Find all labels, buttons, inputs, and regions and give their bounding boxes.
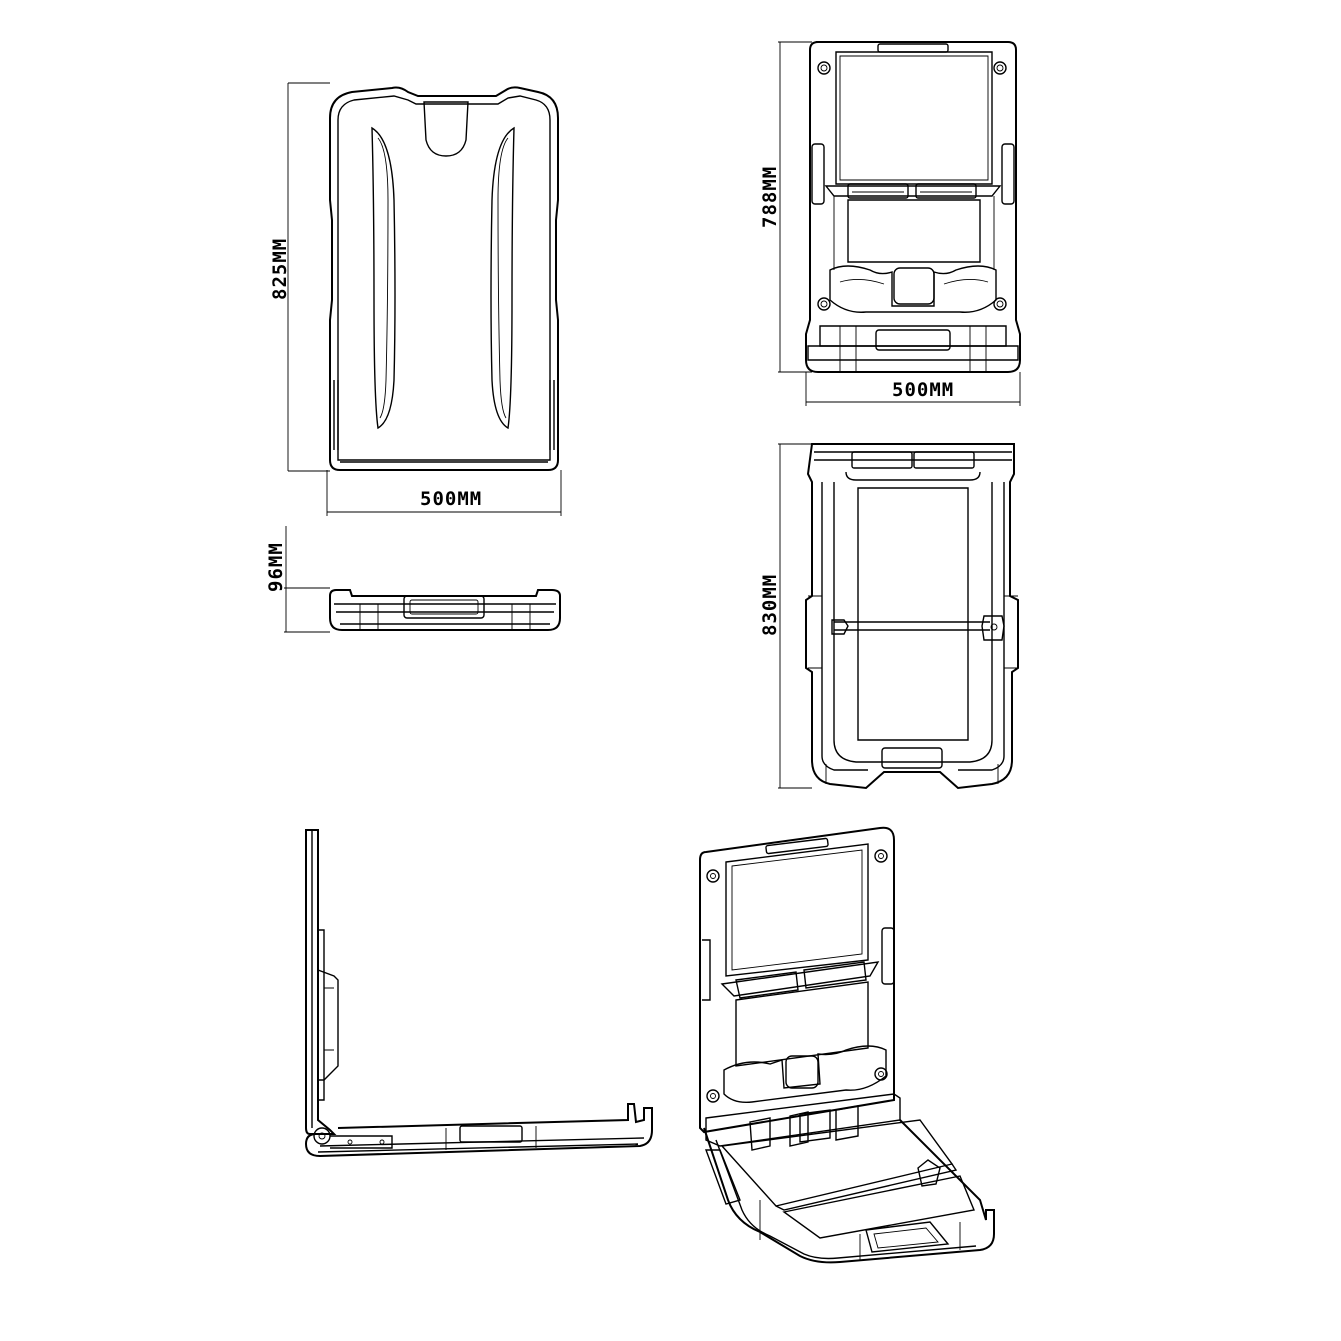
front-height-label: 788MM bbox=[759, 166, 781, 228]
front-height-dimension: 788MM bbox=[759, 41, 812, 373]
open-top-view bbox=[805, 443, 1019, 790]
back-width-dimension: 500MM bbox=[326, 470, 562, 516]
open-side-profile bbox=[304, 829, 653, 1158]
back-height-label: 825MM bbox=[269, 238, 291, 300]
front-width-dimension: 500MM bbox=[805, 372, 1021, 406]
open-length-dimension: 830MM bbox=[759, 443, 812, 789]
depth-dimension: 96MM bbox=[265, 526, 330, 633]
front-view bbox=[805, 41, 1021, 373]
open-length-label: 830MM bbox=[759, 574, 781, 636]
front-width-label: 500MM bbox=[892, 379, 954, 401]
back-height-dimension: 825MM bbox=[269, 82, 330, 472]
closed-side-view bbox=[329, 589, 561, 631]
perspective-view bbox=[699, 826, 995, 1264]
depth-label: 96MM bbox=[265, 542, 287, 592]
back-width-label: 500MM bbox=[420, 488, 482, 510]
back-view bbox=[329, 86, 559, 471]
